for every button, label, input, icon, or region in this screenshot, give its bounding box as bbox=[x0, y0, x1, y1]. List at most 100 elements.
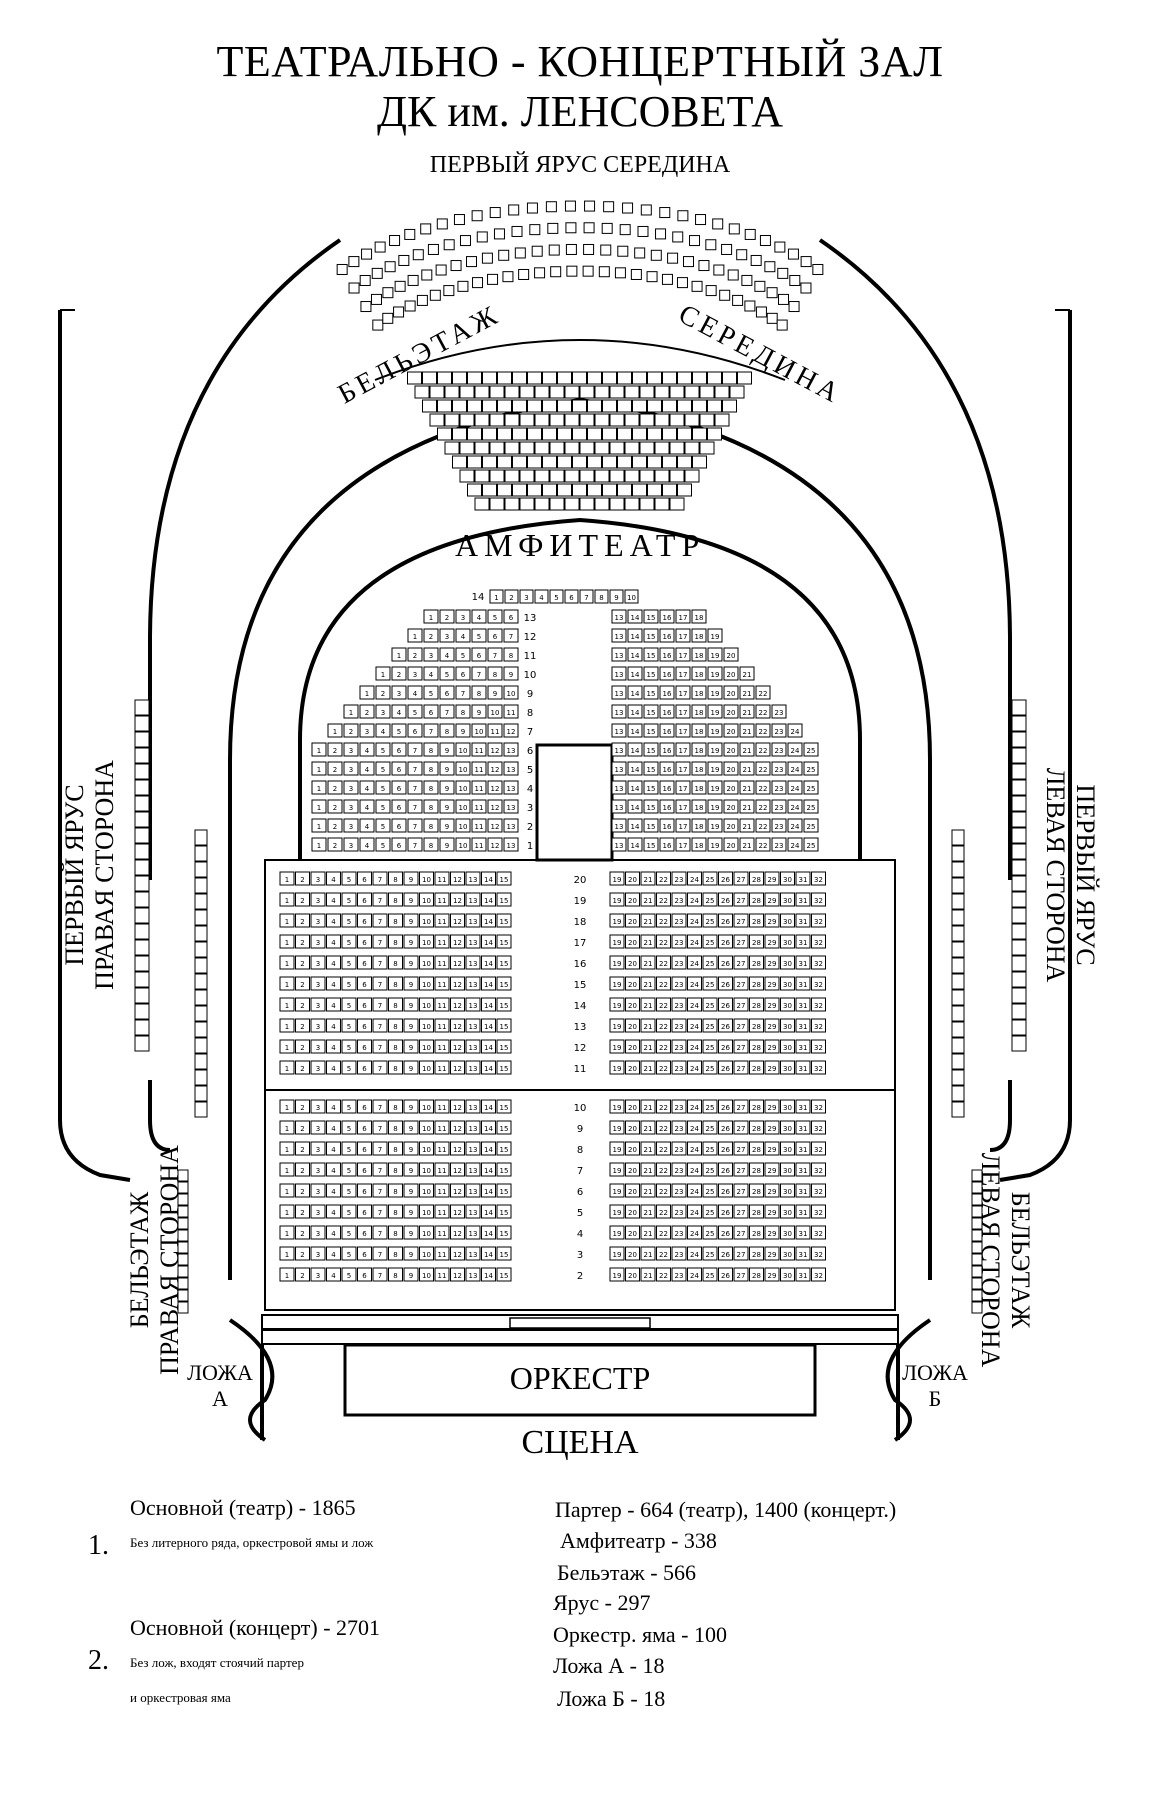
seat[interactable] bbox=[643, 685, 659, 700]
seat[interactable] bbox=[487, 780, 503, 795]
seat[interactable] bbox=[326, 913, 341, 928]
seat[interactable] bbox=[675, 609, 691, 624]
seat[interactable] bbox=[372, 871, 388, 886]
seat[interactable] bbox=[659, 609, 675, 624]
seat[interactable] bbox=[662, 399, 677, 413]
seat[interactable] bbox=[310, 1099, 326, 1114]
seat[interactable] bbox=[640, 1039, 656, 1054]
seat[interactable] bbox=[503, 799, 519, 814]
seat[interactable] bbox=[496, 934, 512, 949]
seat[interactable] bbox=[671, 955, 687, 970]
seat[interactable] bbox=[594, 385, 610, 399]
seat[interactable] bbox=[739, 723, 755, 738]
seat[interactable] bbox=[669, 441, 685, 455]
seat[interactable] bbox=[707, 761, 723, 776]
seat[interactable] bbox=[326, 1120, 341, 1135]
seat[interactable] bbox=[675, 647, 691, 662]
seat[interactable] bbox=[527, 371, 542, 385]
seat[interactable] bbox=[452, 455, 467, 469]
seat[interactable] bbox=[691, 818, 707, 833]
seat[interactable] bbox=[687, 1141, 702, 1156]
seat[interactable] bbox=[434, 1120, 450, 1135]
seat[interactable] bbox=[780, 1039, 795, 1054]
seat[interactable] bbox=[504, 413, 520, 427]
seat[interactable] bbox=[971, 1229, 983, 1242]
seat[interactable] bbox=[795, 1120, 811, 1135]
seat[interactable] bbox=[695, 214, 707, 226]
seat[interactable] bbox=[434, 1204, 450, 1219]
seat[interactable] bbox=[295, 1141, 310, 1156]
seat[interactable] bbox=[780, 934, 795, 949]
seat[interactable] bbox=[336, 263, 348, 275]
seat[interactable] bbox=[497, 371, 512, 385]
seat[interactable] bbox=[194, 1101, 208, 1118]
seat[interactable] bbox=[341, 1039, 357, 1054]
seat[interactable] bbox=[403, 1099, 419, 1114]
seat[interactable] bbox=[627, 780, 643, 795]
seat[interactable] bbox=[627, 609, 643, 624]
seat[interactable] bbox=[707, 647, 723, 662]
seat[interactable] bbox=[279, 1018, 295, 1033]
seat[interactable] bbox=[360, 301, 372, 313]
seat[interactable] bbox=[951, 1021, 965, 1038]
seat[interactable] bbox=[766, 287, 778, 299]
seat[interactable] bbox=[707, 427, 722, 441]
seat[interactable] bbox=[625, 934, 640, 949]
seat[interactable] bbox=[434, 913, 450, 928]
seat[interactable] bbox=[310, 934, 326, 949]
seat[interactable] bbox=[1011, 795, 1027, 812]
seat[interactable] bbox=[691, 666, 707, 681]
seat[interactable] bbox=[375, 742, 391, 757]
seat[interactable] bbox=[422, 371, 437, 385]
seat[interactable] bbox=[393, 306, 405, 318]
seat[interactable] bbox=[656, 955, 671, 970]
seat[interactable] bbox=[594, 497, 610, 511]
seat[interactable] bbox=[534, 267, 546, 279]
seat[interactable] bbox=[654, 441, 670, 455]
seat[interactable] bbox=[403, 976, 419, 991]
seat[interactable] bbox=[359, 723, 375, 738]
seat[interactable] bbox=[749, 955, 764, 970]
seat[interactable] bbox=[194, 829, 208, 846]
seat[interactable] bbox=[177, 1193, 189, 1206]
seat[interactable] bbox=[702, 1267, 718, 1282]
seat[interactable] bbox=[327, 799, 343, 814]
seat[interactable] bbox=[951, 941, 965, 958]
seat[interactable] bbox=[437, 371, 452, 385]
seat[interactable] bbox=[723, 837, 739, 852]
seat[interactable] bbox=[718, 934, 733, 949]
seat[interactable] bbox=[487, 647, 503, 662]
seat[interactable] bbox=[375, 799, 391, 814]
seat[interactable] bbox=[811, 913, 826, 928]
seat[interactable] bbox=[194, 845, 208, 862]
seat[interactable] bbox=[326, 976, 341, 991]
seat[interactable] bbox=[527, 455, 542, 469]
seat[interactable] bbox=[803, 742, 819, 757]
seat[interactable] bbox=[496, 1225, 512, 1240]
seat[interactable] bbox=[669, 385, 685, 399]
seat[interactable] bbox=[450, 260, 462, 272]
seat[interactable] bbox=[375, 685, 391, 700]
seat[interactable] bbox=[609, 1018, 625, 1033]
seat[interactable] bbox=[357, 871, 372, 886]
seat[interactable] bbox=[1011, 747, 1027, 764]
seat[interactable] bbox=[412, 249, 424, 261]
seat[interactable] bbox=[671, 871, 687, 886]
seat[interactable] bbox=[341, 1141, 357, 1156]
seat[interactable] bbox=[310, 871, 326, 886]
seat[interactable] bbox=[419, 913, 434, 928]
seat[interactable] bbox=[310, 1060, 326, 1075]
seat[interactable] bbox=[671, 1246, 687, 1261]
seat[interactable] bbox=[419, 871, 434, 886]
seat[interactable] bbox=[755, 818, 771, 833]
seat[interactable] bbox=[718, 1267, 733, 1282]
seat[interactable] bbox=[481, 252, 493, 264]
seat[interactable] bbox=[639, 413, 655, 427]
seat[interactable] bbox=[811, 1099, 826, 1114]
seat[interactable] bbox=[951, 989, 965, 1006]
seat[interactable] bbox=[403, 1060, 419, 1075]
seat[interactable] bbox=[177, 1229, 189, 1242]
seat[interactable] bbox=[444, 441, 460, 455]
seat[interactable] bbox=[639, 469, 655, 483]
seat[interactable] bbox=[640, 1183, 656, 1198]
